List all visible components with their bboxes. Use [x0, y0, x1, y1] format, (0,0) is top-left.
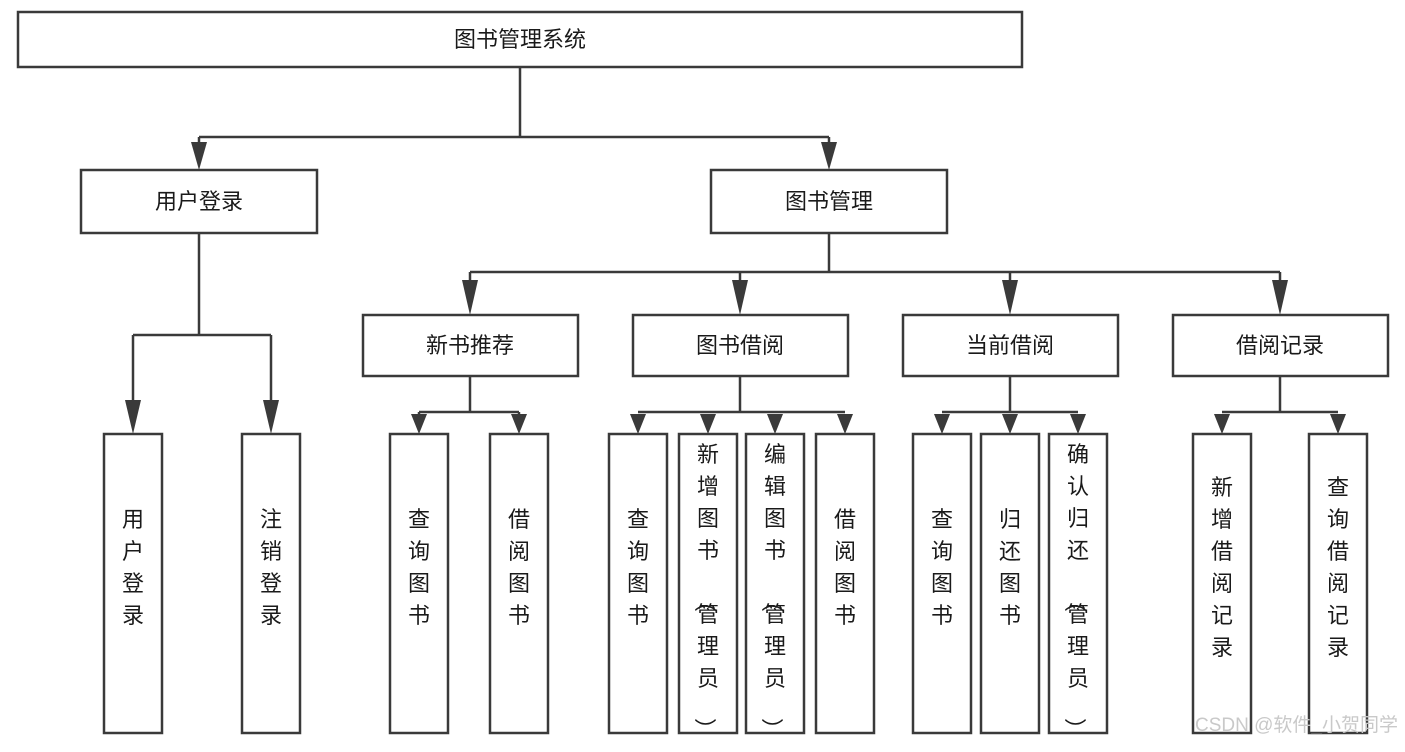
arrow-head-user-login [191, 142, 207, 170]
watermark-label: CSDN @软件_小贺同学 [1195, 714, 1398, 736]
node-leaf-user-logout[interactable]: 注销登录 [240, 432, 302, 735]
node-leaf-borrow-book-1-label: 借阅图书 [508, 507, 530, 628]
node-book-management-box[interactable] [709, 168, 949, 235]
node-user-login-label: 用户登录 [155, 189, 243, 214]
arrow-head-book-management [821, 142, 837, 170]
arrow-head-leaf-confirm-return [1070, 414, 1086, 434]
arrow-head-leaf-borrow-book-2 [837, 414, 853, 434]
arrow-head-leaf-query-book-2 [630, 414, 646, 434]
arrow-head-leaf-user-login [125, 400, 141, 434]
node-new-book-recommend-label: 新书推荐 [426, 333, 514, 358]
node-root-label: 图书管理系统 [454, 27, 586, 52]
node-leaf-user-login[interactable]: 用户登录 [102, 432, 164, 735]
arrow-head-leaf-query-book-1 [411, 414, 427, 434]
node-leaf-add-book[interactable]: 新增图书（管理员） [677, 432, 739, 740]
node-leaf-confirm-return-box[interactable] [1047, 432, 1109, 735]
arrow-head-leaf-add-record [1214, 414, 1230, 434]
node-leaf-borrow-book-2-box[interactable] [814, 432, 876, 735]
node-leaf-query-record[interactable]: 查询借阅记录 [1307, 432, 1369, 735]
arrow-head-leaf-edit-book [767, 414, 783, 434]
node-leaf-return-book-label: 归还图书 [999, 507, 1021, 628]
node-borrow-record[interactable]: 借阅记录 [1171, 313, 1390, 378]
node-book-borrow[interactable]: 图书借阅 [631, 313, 850, 378]
node-leaf-user-login-label: 用户登录 [122, 507, 144, 628]
node-leaf-query-book-3-box[interactable] [911, 432, 973, 735]
node-leaf-borrow-book-2[interactable]: 借阅图书 [814, 432, 876, 735]
node-current-borrow-label: 当前借阅 [966, 333, 1054, 358]
arrow-head-leaf-borrow-book-1 [511, 414, 527, 434]
node-leaf-user-logout-box[interactable] [240, 432, 302, 735]
node-leaf-add-book-label: 新增图书（管理员） [692, 442, 719, 740]
node-user-login-box[interactable] [79, 168, 319, 235]
connector-group-book-management-to-level3 [462, 233, 1288, 315]
node-book-management[interactable]: 图书管理 [709, 168, 949, 235]
arrow-head-leaf-add-book [700, 414, 716, 434]
node-leaf-borrow-book-2-label: 借阅图书 [834, 507, 856, 628]
node-current-borrow-box[interactable] [901, 313, 1120, 378]
connector-group-book-borrow-to-leaves [630, 376, 853, 434]
node-book-borrow-label: 图书借阅 [696, 333, 784, 358]
node-leaf-edit-book-label: 编辑图书（管理员） [759, 442, 786, 740]
node-leaf-user-login-box[interactable] [102, 432, 164, 735]
node-leaf-query-book-1[interactable]: 查询图书 [388, 432, 450, 735]
node-leaf-query-book-2[interactable]: 查询图书 [607, 432, 669, 735]
node-leaf-query-book-2-label: 查询图书 [627, 507, 649, 628]
node-leaf-edit-book[interactable]: 编辑图书（管理员） [744, 432, 806, 740]
arrow-head-new-book-recommend [462, 280, 478, 315]
node-leaf-add-book-box[interactable] [677, 432, 739, 735]
node-root[interactable]: 图书管理系统 [16, 10, 1024, 69]
arrow-head-leaf-query-record [1330, 414, 1346, 434]
node-leaf-query-book-1-label: 查询图书 [408, 507, 430, 628]
node-borrow-record-label: 借阅记录 [1236, 333, 1324, 358]
node-book-management-label: 图书管理 [785, 189, 873, 214]
arrow-head-current-borrow [1002, 280, 1018, 315]
node-leaf-query-book-3-label: 查询图书 [931, 507, 953, 628]
arrow-head-book-borrow [732, 280, 748, 315]
arrow-head-leaf-return-book [1002, 414, 1018, 434]
node-leaf-add-record-label: 新增借阅记录 [1211, 475, 1233, 660]
node-leaf-borrow-book-1-box[interactable] [488, 432, 550, 735]
node-leaf-confirm-return-label: 确认归还（管理员） [1062, 442, 1089, 740]
arrow-head-borrow-record [1272, 280, 1288, 315]
connector-group-borrow-record-to-leaves [1214, 376, 1346, 434]
node-leaf-user-logout-label: 注销登录 [260, 507, 282, 628]
node-current-borrow[interactable]: 当前借阅 [901, 313, 1120, 378]
connector-group-new-book-recommend-to-leaves [411, 376, 527, 434]
node-root-box[interactable] [16, 10, 1024, 69]
connector-group-root-to-level2 [191, 67, 837, 170]
node-leaf-add-record[interactable]: 新增借阅记录 [1191, 432, 1253, 735]
node-leaf-return-book[interactable]: 归还图书 [979, 432, 1041, 735]
node-leaf-add-record-box[interactable] [1191, 432, 1253, 735]
connector-group-current-borrow-to-leaves [934, 376, 1086, 434]
node-leaf-query-book-2-box[interactable] [607, 432, 669, 735]
node-leaf-confirm-return[interactable]: 确认归还（管理员） [1047, 432, 1109, 740]
node-leaf-return-book-box[interactable] [979, 432, 1041, 735]
node-leaf-query-book-3[interactable]: 查询图书 [911, 432, 973, 735]
node-book-borrow-box[interactable] [631, 313, 850, 378]
node-leaf-query-record-label: 查询借阅记录 [1327, 475, 1349, 660]
node-user-login[interactable]: 用户登录 [79, 168, 319, 235]
connector-group-user-login-to-leaves [125, 233, 279, 434]
node-new-book-recommend-box[interactable] [361, 313, 580, 378]
arrow-head-leaf-query-book-3 [934, 414, 950, 434]
node-borrow-record-box[interactable] [1171, 313, 1390, 378]
node-leaf-query-record-box[interactable] [1307, 432, 1369, 735]
node-leaf-borrow-book-1[interactable]: 借阅图书 [488, 432, 550, 735]
node-leaf-query-book-1-box[interactable] [388, 432, 450, 735]
node-new-book-recommend[interactable]: 新书推荐 [361, 313, 580, 378]
arrow-head-leaf-user-logout [263, 400, 279, 434]
node-leaf-edit-book-box[interactable] [744, 432, 806, 735]
